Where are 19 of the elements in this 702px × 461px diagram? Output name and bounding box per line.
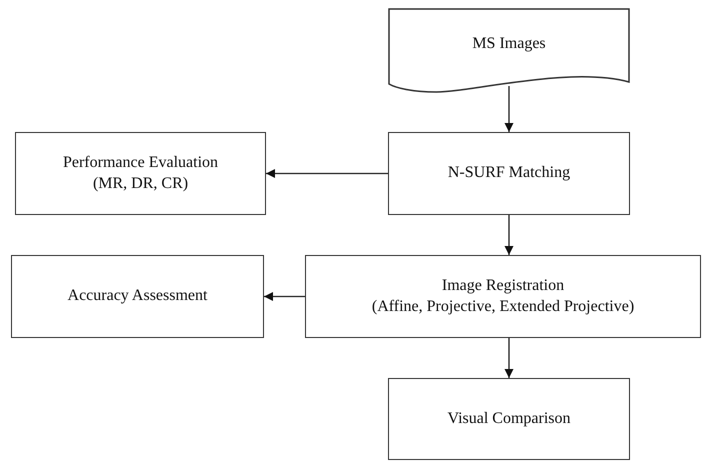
box-label: N-SURF Matching (448, 163, 570, 184)
box-label: Accuracy Assessment (68, 286, 208, 306)
arrow (266, 168, 388, 178)
box-label: Visual Comparison (447, 408, 571, 429)
process-box (11, 255, 264, 338)
process-box (388, 132, 630, 215)
box-label: Image Registration (442, 276, 564, 296)
process-box (388, 378, 630, 460)
process-box (15, 132, 266, 215)
arrow (504, 86, 514, 132)
arrow (264, 292, 305, 302)
box-label: MS Images (472, 34, 546, 54)
process-box (305, 255, 701, 338)
box-label: Performance Evaluation (62, 152, 218, 173)
box-label: (Affine, Projective, Extended Projective) (372, 296, 634, 316)
arrow (504, 338, 514, 378)
document-shape (388, 8, 630, 94)
arrow (504, 215, 514, 255)
box-label: (MR, DR, CR) (92, 174, 188, 194)
